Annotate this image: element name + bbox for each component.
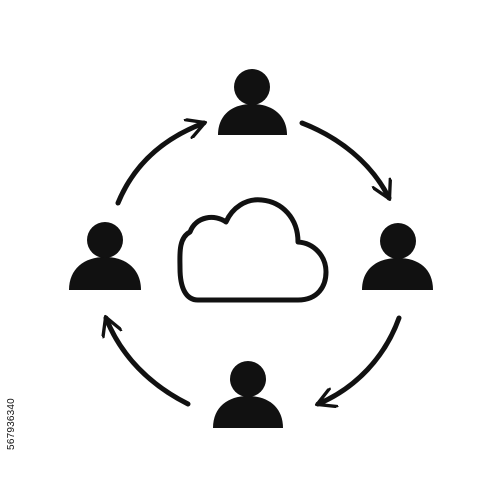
stock-image-id: 567936340 (6, 398, 17, 450)
person-icon-left (69, 222, 141, 290)
cloud-icon (177, 197, 329, 303)
arrow-right-to-bottom (318, 315, 402, 404)
arrow-bottom-to-left (106, 318, 191, 407)
person-icon-top (218, 69, 287, 135)
person-icon-bottom (213, 361, 283, 428)
person-icon-right (362, 223, 433, 290)
arrow-left-to-top (115, 123, 204, 206)
arrow-top-to-right (299, 120, 389, 198)
